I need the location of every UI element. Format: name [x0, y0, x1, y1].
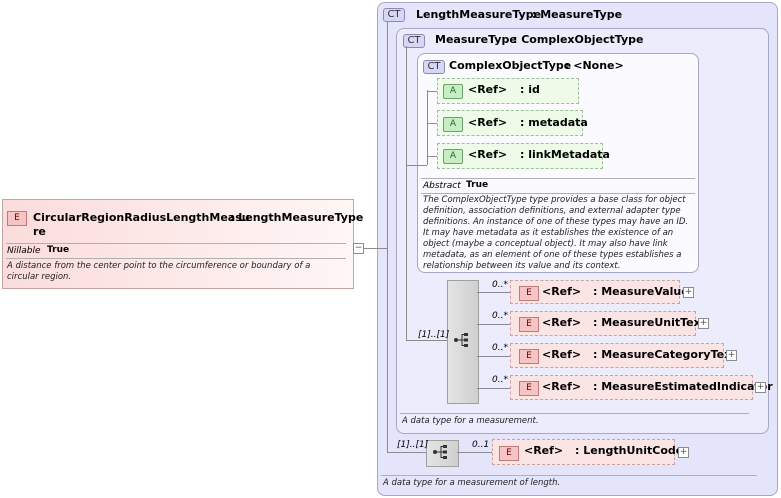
child-cardinality: 0..1: [472, 440, 490, 450]
sequence-icon: [433, 445, 447, 459]
element-ref: <Ref>: [542, 380, 582, 393]
element-icon: E: [7, 211, 27, 226]
element-icon: E: [499, 446, 519, 461]
sequence-cardinality: [1]..[1]: [397, 440, 429, 450]
child-cardinality: 0..*: [492, 280, 508, 290]
element-name: : MeasureValue: [593, 285, 689, 298]
expand-icon[interactable]: +: [726, 350, 737, 361]
divider: [421, 193, 695, 194]
element-name: : MeasureCategoryText: [593, 348, 737, 361]
element-icon: E: [519, 381, 539, 396]
connector: [387, 452, 426, 453]
element-measure-unit-text[interactable]: [510, 311, 696, 336]
length-measure-type-base: : MeasureType: [532, 8, 623, 21]
expand-icon[interactable]: +: [698, 318, 709, 329]
element-icon: E: [519, 317, 539, 332]
connector: [363, 248, 388, 249]
sequence-cardinality: [1]..[1]: [418, 330, 450, 340]
complex-type-icon: CT: [403, 34, 425, 48]
connector: [457, 452, 492, 453]
element-ref: <Ref>: [524, 444, 564, 457]
element-ref: <Ref>: [542, 285, 582, 298]
divider: [6, 258, 346, 259]
connector: [477, 324, 510, 325]
sequence-compositor[interactable]: [447, 280, 479, 404]
length-measure-type-description: A data type for a measurement of length.: [383, 478, 561, 488]
complex-object-type-base: : <None>: [565, 59, 624, 72]
element-measure-category-text[interactable]: [510, 343, 724, 368]
root-element-description: A distance from the center point to the …: [7, 261, 311, 282]
attribute-icon: A: [443, 84, 463, 99]
element-name: : LengthUnitCode: [575, 444, 684, 457]
connector: [427, 123, 437, 124]
attribute-ref: <Ref>: [468, 83, 508, 96]
attribute-link-metadata[interactable]: [437, 143, 603, 169]
complex-object-type-title: ComplexObjectType: [449, 59, 572, 72]
divider: [381, 475, 757, 476]
attribute-icon: A: [443, 149, 463, 164]
element-ref: <Ref>: [542, 316, 582, 329]
element-name: : MeasureUnitText: [593, 316, 706, 329]
element-name: : MeasureEstimatedIndicator: [593, 380, 773, 393]
attribute-name: : metadata: [520, 116, 588, 129]
element-icon: E: [519, 349, 539, 364]
root-element-box[interactable]: [2, 199, 354, 289]
expand-icon[interactable]: +: [683, 287, 694, 298]
connector: [477, 356, 510, 357]
abstract-value: True: [466, 180, 489, 190]
abstract-label: Abstract: [423, 181, 461, 191]
divider: [6, 243, 346, 244]
connector: [406, 46, 407, 341]
complex-object-type-description: The ComplexObjectType type provides a ba…: [423, 195, 689, 271]
measure-type-base: : ComplexObjectType: [513, 33, 644, 46]
child-cardinality: 0..*: [492, 343, 508, 353]
length-measure-type-title: LengthMeasureType: [416, 8, 542, 21]
child-cardinality: 0..*: [492, 375, 508, 385]
divider: [421, 178, 695, 179]
root-element-name-line2: re: [33, 225, 46, 238]
measure-type-title: MeasureType: [435, 33, 517, 46]
sequence-icon: [454, 333, 468, 347]
child-cardinality: 0..*: [492, 311, 508, 321]
divider: [400, 413, 749, 414]
element-length-unit-code[interactable]: [492, 439, 675, 465]
nillable-label: Nillable: [7, 246, 41, 256]
connector: [427, 156, 437, 157]
attribute-ref: <Ref>: [468, 148, 508, 161]
connector: [427, 90, 428, 165]
complex-type-icon: CT: [383, 8, 405, 22]
attribute-icon: A: [443, 117, 463, 132]
connector: [387, 21, 388, 453]
expand-icon[interactable]: +: [678, 447, 689, 458]
complex-type-icon: CT: [423, 60, 445, 74]
connector: [406, 165, 427, 166]
root-element-type: : LengthMeasureType: [230, 211, 364, 224]
expand-icon[interactable]: +: [755, 382, 766, 393]
attribute-name: : linkMetadata: [520, 148, 610, 161]
connector: [477, 292, 510, 293]
attribute-ref: <Ref>: [468, 116, 508, 129]
root-element-name-line1: CircularRegionRadiusLengthMeasu: [33, 211, 250, 224]
connector: [477, 388, 510, 389]
element-icon: E: [519, 286, 539, 301]
connector: [427, 91, 437, 92]
connector: [406, 340, 447, 341]
sequence-compositor[interactable]: [426, 440, 459, 467]
attribute-name: : id: [520, 83, 540, 96]
nillable-value: True: [47, 245, 70, 255]
measure-type-description: A data type for a measurement.: [402, 416, 539, 426]
element-measure-estimated-indicator[interactable]: [510, 375, 753, 400]
element-ref: <Ref>: [542, 348, 582, 361]
